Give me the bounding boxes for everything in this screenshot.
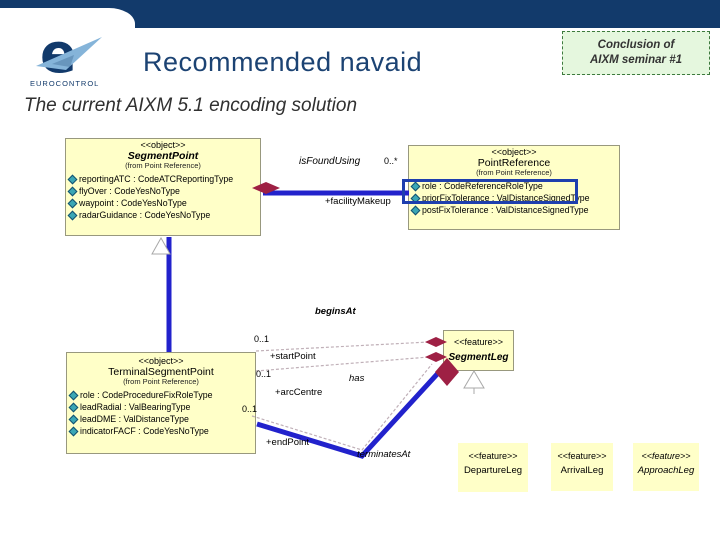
segment-point-name: SegmentPoint — [127, 149, 199, 162]
class-arrival-leg: <<feature>> ArrivalLeg — [551, 443, 613, 491]
attribute-row: reportingATC : CodeATCReportingType — [66, 173, 260, 185]
attribute-text: postFixTolerance : ValDistanceSignedType — [422, 204, 589, 215]
attribute-text: radarGuidance : CodeYesNoType — [79, 209, 211, 220]
conclusion-note: Conclusion of AIXM seminar #1 — [562, 31, 710, 75]
point-reference-stereotype: <<object>> — [491, 147, 537, 157]
label-multiplicity-star: 0..* — [384, 156, 398, 166]
label-multiplicity-terminates-at: 0..1 — [242, 404, 258, 414]
attribute-row: role : CodeProcedureFixRoleType — [67, 389, 255, 401]
class-segment-leg: <<feature>> SegmentLeg — [443, 330, 514, 371]
logo-wordmark: EUROCONTROL — [30, 79, 99, 88]
class-segment-point: <<object>> SegmentPoint (from Point Refe… — [65, 138, 261, 236]
label-terminates-at: terminatesAt — [357, 449, 411, 460]
slide-subtitle: The current AIXM 5.1 encoding solution — [24, 95, 358, 116]
attribute-text: indicatorFACF : CodeYesNoType — [80, 425, 209, 436]
label-end-point: +endPoint — [266, 437, 310, 448]
class-approach-leg: <<feature>> ApproachLeg — [633, 443, 699, 491]
point-reference-origin: (from Point Reference) — [476, 168, 552, 178]
approach-leg-name: ApproachLeg — [637, 464, 695, 476]
label-facility-makeup: +facilityMakeup — [325, 196, 391, 207]
generalization-triangle-segment-leg — [463, 370, 485, 389]
attribute-icon — [68, 426, 79, 437]
label-multiplicity-has: 0..1 — [256, 369, 272, 379]
attribute-row: waypoint : CodeYesNoType — [66, 197, 260, 209]
eurocontrol-logo: e EUROCONTROL — [30, 26, 102, 88]
label-multiplicity-begins-at: 0..1 — [254, 334, 270, 344]
terminal-segment-point-stereotype: <<object>> — [138, 356, 184, 366]
class-departure-leg: <<feature>> DepartureLeg — [458, 443, 528, 492]
attribute-icon — [67, 198, 78, 209]
attribute-text: leadRadial : ValBearingType — [80, 401, 191, 412]
logo-plane-shadow — [52, 55, 74, 67]
label-arc-centre: +arcCentre — [275, 387, 323, 398]
attribute-icon — [67, 186, 78, 197]
segment-leg-name: SegmentLeg — [448, 351, 509, 363]
attribute-text: role : CodeProcedureFixRoleType — [80, 389, 213, 400]
label-start-point: +startPoint — [270, 351, 316, 362]
note-line1: Conclusion of — [597, 39, 675, 52]
attribute-icon — [67, 210, 78, 221]
attribute-icon — [68, 402, 79, 413]
logo-plane-icon — [36, 37, 102, 70]
role-attribute-highlight — [402, 179, 578, 204]
attribute-icon — [68, 390, 79, 401]
point-reference-name: PointReference — [477, 156, 551, 169]
slide-title: Recommended navaid — [143, 47, 423, 77]
attribute-row: radarGuidance : CodeYesNoType — [66, 209, 260, 221]
arrival-leg-name: ArrivalLeg — [560, 464, 604, 476]
segment-leg-stereotype: <<feature>> — [453, 337, 504, 347]
segment-point-stereotype: <<object>> — [140, 140, 186, 150]
departure-leg-name: DepartureLeg — [463, 464, 523, 476]
departure-leg-stereotype: <<feature>> — [468, 451, 518, 461]
attribute-row: priorFixTolerance : ValDistanceSignedTyp… — [409, 192, 619, 204]
attribute-text: reportingATC : CodeATCReportingType — [79, 173, 234, 184]
attribute-icon — [410, 205, 421, 216]
class-point-reference: <<object>> PointReference (from Point Re… — [408, 145, 620, 230]
attribute-text: role : CodeReferenceRoleType — [422, 180, 543, 191]
attribute-row: leadDME : ValDistanceType — [67, 413, 255, 425]
label-has: has — [349, 373, 365, 384]
attribute-text: leadDME : ValDistanceType — [80, 413, 189, 424]
attribute-row: postFixTolerance : ValDistanceSignedType — [409, 204, 619, 216]
attribute-row: flyOver : CodeYesNoType — [66, 185, 260, 197]
begins-at-line — [255, 341, 430, 352]
terminal-segment-point-name: TerminalSegmentPoint — [108, 365, 214, 378]
attribute-text: flyOver : CodeYesNoType — [79, 185, 180, 196]
attribute-row-highlighted: role : CodeReferenceRoleType — [409, 180, 619, 192]
terminal-segment-point-origin: (from Point Reference) — [123, 377, 199, 387]
class-terminal-segment-point: <<object>> TerminalSegmentPoint (from Po… — [66, 352, 256, 454]
generalization-triangle-segment-point — [151, 236, 171, 255]
attribute-row: indicatorFACF : CodeYesNoType — [67, 425, 255, 437]
note-line2: AIXM seminar #1 — [589, 54, 683, 66]
approach-leg-stereotype: <<feature>> — [641, 451, 691, 461]
header-curve — [0, 8, 135, 29]
attribute-text: priorFixTolerance : ValDistanceSignedTyp… — [422, 192, 590, 203]
segment-point-origin: (from Point Reference) — [125, 161, 201, 171]
label-begins-at: beginsAt — [315, 306, 356, 317]
attribute-row: leadRadial : ValBearingType — [67, 401, 255, 413]
attribute-icon — [67, 174, 78, 185]
attribute-text: waypoint : CodeYesNoType — [79, 197, 187, 208]
attribute-icon — [68, 414, 79, 425]
arrival-leg-stereotype: <<feature>> — [557, 451, 607, 461]
label-is-found-using: isFoundUsing — [299, 156, 361, 167]
